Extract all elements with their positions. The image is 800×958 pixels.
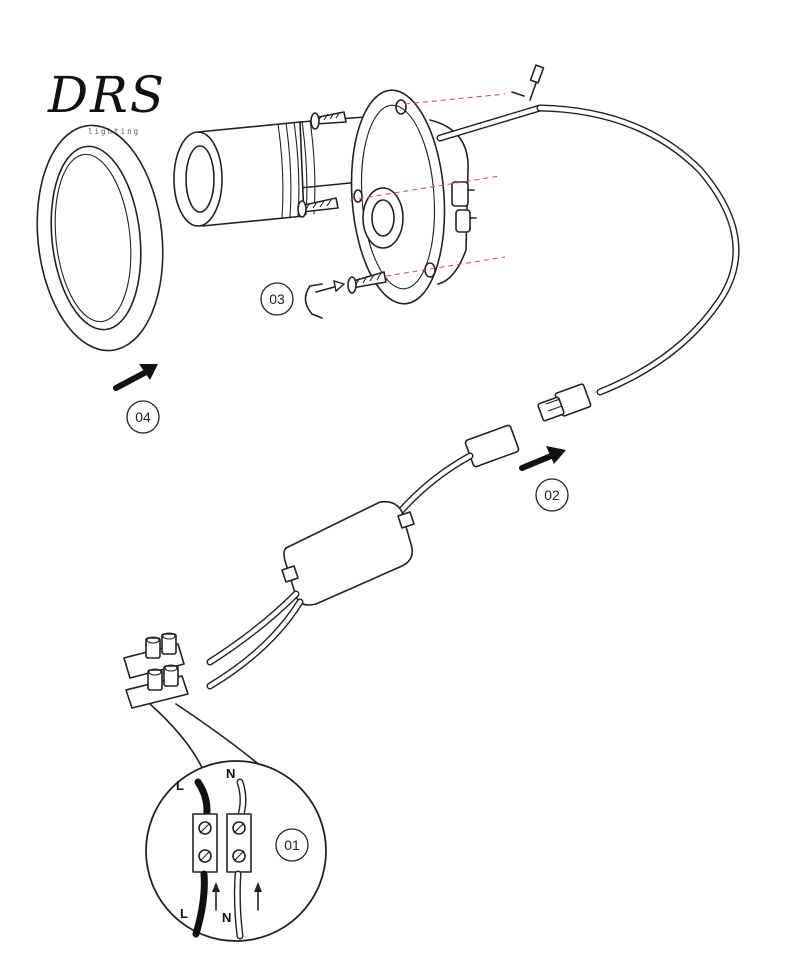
arrow-02-icon <box>519 446 566 471</box>
female-connector-icon <box>464 424 520 468</box>
mounting-guide-lines <box>349 93 506 277</box>
wiring-detail <box>145 760 327 942</box>
logo-tagline: lighting <box>88 127 140 136</box>
live-label-bottom: L <box>180 906 188 921</box>
step-02-badge: 02 <box>535 478 569 512</box>
lamp-cable <box>436 64 740 396</box>
arrow-04-icon <box>113 364 158 391</box>
live-label-top: L <box>176 778 184 793</box>
terminal-block <box>123 632 189 709</box>
step-01-badge: 01 <box>275 828 309 862</box>
driver-input-cable <box>206 590 304 690</box>
mounting-flange <box>350 89 477 305</box>
neutral-label-bottom: N <box>222 910 231 925</box>
step-04-badge: 04 <box>126 400 160 434</box>
cover-ring <box>36 124 164 352</box>
wire-labels: L N L N <box>176 766 235 925</box>
step-02-label: 02 <box>544 487 560 503</box>
screw-bottom-icon <box>347 271 387 294</box>
lamp-body <box>173 115 381 227</box>
anchor-clip-icon <box>304 279 346 319</box>
step-01-label: 01 <box>284 837 300 853</box>
neutral-label-top: N <box>226 766 235 781</box>
screw-top-icon <box>310 111 347 130</box>
brand-logo: DRS lighting <box>47 66 166 136</box>
logo-brand: DRS <box>47 66 166 124</box>
step-04-label: 04 <box>135 409 151 425</box>
screw-middle-icon <box>297 197 339 218</box>
step-03-badge: 03 <box>260 282 294 316</box>
male-connector-icon <box>537 383 592 422</box>
step-03-label: 03 <box>269 291 285 307</box>
driver-output-cable <box>396 452 474 516</box>
led-driver <box>281 500 415 606</box>
